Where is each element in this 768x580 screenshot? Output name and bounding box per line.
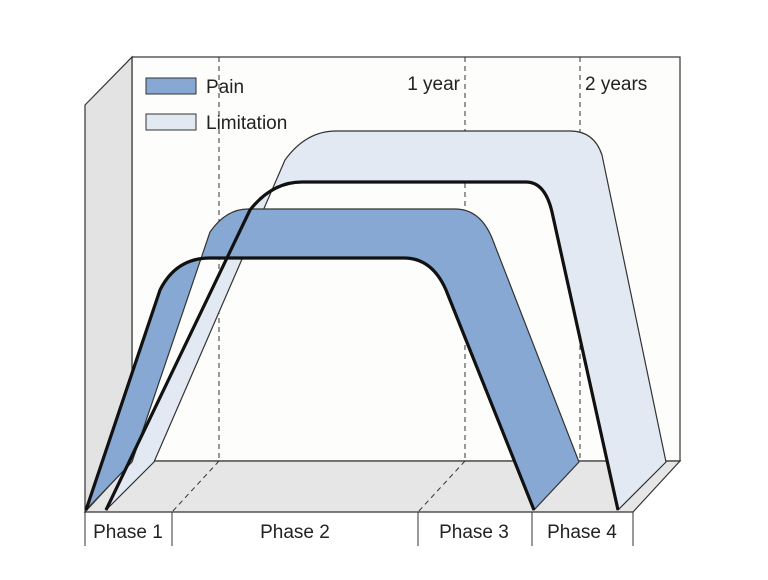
phase-divider-floor-1 <box>171 460 220 513</box>
phase-label-2: Phase 2 <box>260 522 330 543</box>
legend-swatch-limitation <box>145 113 197 131</box>
pain-curve <box>84 256 536 511</box>
phase-divider-floor-2 <box>417 460 466 513</box>
phase-label-4: Phase 4 <box>547 522 617 543</box>
phase-label-3: Phase 3 <box>439 522 509 543</box>
limitation-curve <box>104 180 620 511</box>
legend-label-pain: Pain <box>206 77 244 98</box>
legend-swatch-pain <box>145 77 197 95</box>
time-marker-2-years: 2 years <box>585 74 647 95</box>
time-marker-1-year: 1 year <box>407 74 460 95</box>
phase-label-1: Phase 1 <box>93 522 163 543</box>
legend-label-limitation: Limitation <box>206 113 287 134</box>
floor <box>83 460 682 513</box>
